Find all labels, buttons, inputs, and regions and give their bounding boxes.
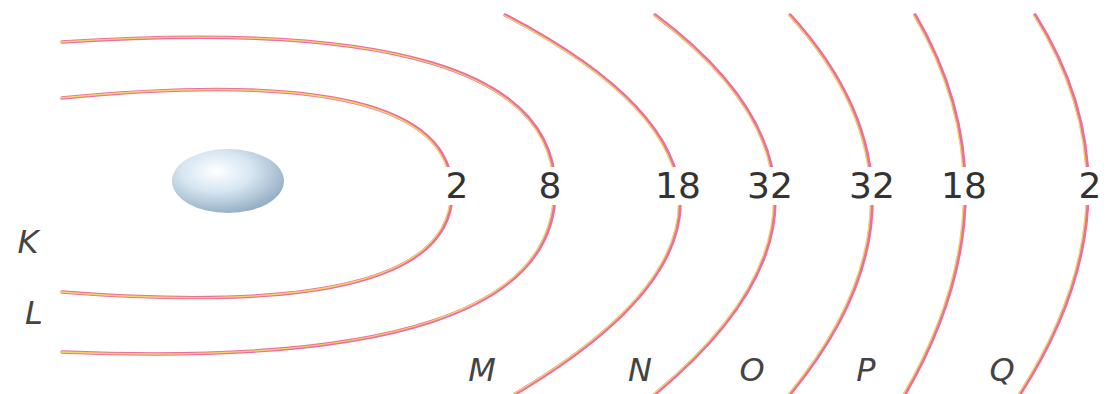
electron-count: 18	[653, 167, 703, 205]
shell-letter: O	[739, 354, 764, 386]
electron-count: 8	[537, 167, 564, 205]
shell-arcs	[62, 15, 1088, 394]
shell-letter: L	[25, 297, 43, 329]
shell-letter: P	[856, 354, 875, 386]
shell-letter: K	[18, 226, 39, 258]
shell-letter: Q	[989, 354, 1014, 386]
nucleus	[172, 149, 284, 213]
electron-count: 32	[745, 167, 795, 205]
electron-count: 32	[847, 167, 897, 205]
electron-count: 2	[444, 167, 471, 205]
shell-letter: M	[468, 354, 496, 386]
electron-count: 2	[1077, 167, 1104, 205]
shell-letter: N	[628, 354, 652, 386]
shell-highlights	[60, 15, 1086, 394]
electron-count: 18	[939, 167, 989, 205]
